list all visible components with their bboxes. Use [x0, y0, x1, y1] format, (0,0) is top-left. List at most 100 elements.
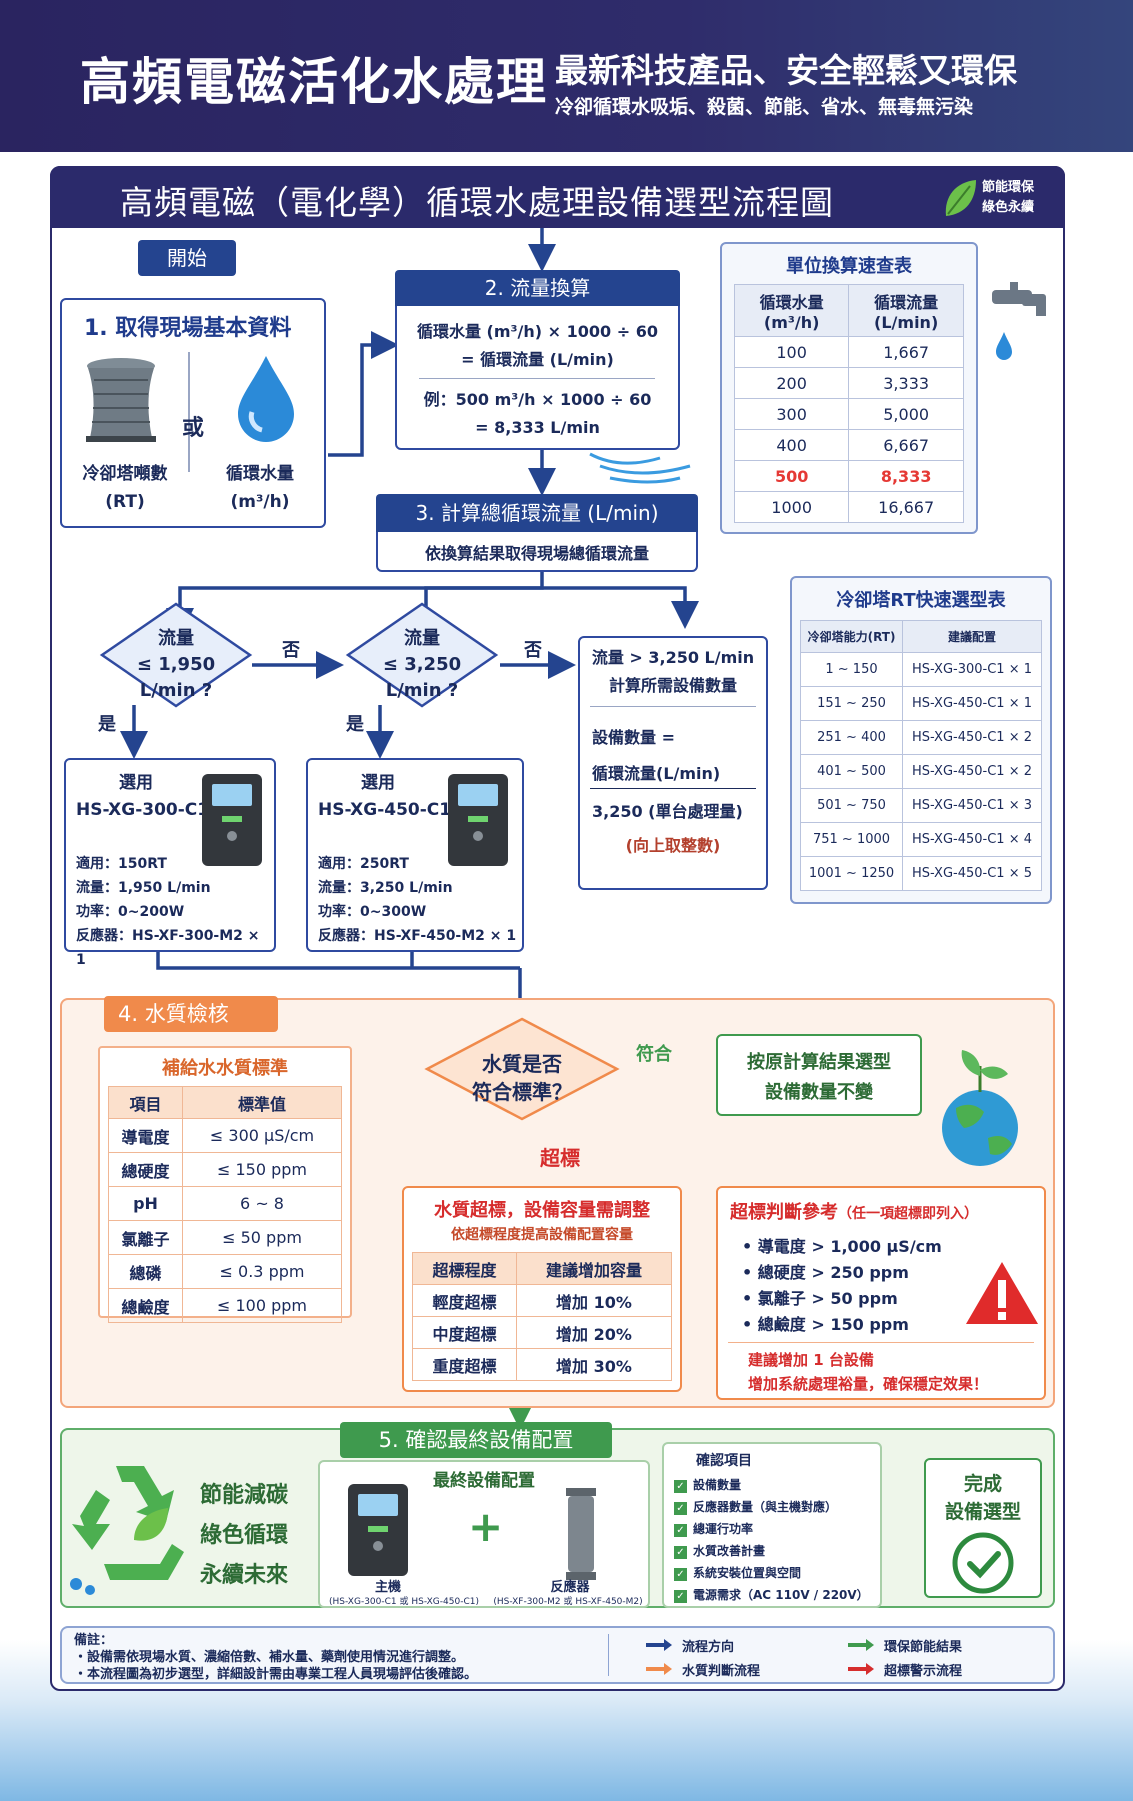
conv-head-1: 循環水量(m³/h) [733, 284, 850, 337]
std-cell: 總鹼度 [107, 1288, 184, 1323]
water-standard-box: 補給水水質標準 項目標準值 導電度≤ 300 μS/cm 總硬度≤ 150 pp… [98, 1046, 352, 1323]
checkbox-icon: ✓ [674, 1502, 687, 1515]
conv-cell: 6,667 [848, 429, 964, 461]
conv-cell: 5,000 [848, 398, 964, 430]
rt-cell: 751 ~ 1000 [799, 822, 904, 857]
step4-title: 4. 水質檢核 [104, 996, 278, 1032]
quality-decision-text: 水質是否 符合標準？ [472, 1052, 572, 1104]
checklist-item: ✓電源需求（AC 110V / 220V） [674, 1584, 869, 1606]
calc-title: 流量 > 3,250 L/min 計算所需設備數量 [591, 648, 755, 695]
pass-result-text: 按原計算結果選型 設備數量不變 [747, 1052, 891, 1103]
step1-title: 1. 取得現場基本資料 [84, 316, 292, 341]
select-2-label: 選用 [361, 773, 395, 793]
decision-2-no: 否 [524, 640, 542, 661]
quality-fail-label: 超標 [540, 1146, 580, 1170]
rt-cell: 151 ~ 250 [799, 686, 904, 721]
reactor-models: (HS-XF-300-M2 或 HS-XF-450-M2) [493, 1597, 643, 1607]
legend-eco: 環保節能結果 [884, 1640, 963, 1655]
conv-cell: 16,667 [848, 491, 964, 523]
notes-box: 備註： ・設備需依現場水質、濃縮倍數、補水量、藥劑使用情況進行調整。 ・本流程圖… [60, 1626, 1055, 1684]
header-banner: 高頻電磁活化水處理 最新科技產品、安全輕鬆又環保 冷卻循環水吸垢、殺菌、節能、省… [0, 0, 1133, 152]
checkbox-icon: ✓ [674, 1480, 687, 1493]
step3-desc: 依換算結果取得現場總循環流量 [424, 544, 649, 563]
rt-cell: HS-XG-450-C1 × 2 [902, 720, 1042, 755]
calc-line2: 循環流量(L/min) [592, 764, 721, 783]
leaf-icon [945, 180, 976, 216]
adjust-cell: 增加 30% [515, 1348, 673, 1381]
water-wave-icon [589, 452, 691, 484]
reactor-label: 反應器 [550, 1580, 590, 1595]
adjust-cell: 增加 10% [515, 1284, 673, 1317]
checklist-item: ✓反應器數量（與主機對應） [674, 1496, 869, 1518]
step2-divider [419, 378, 655, 379]
std-cell: 6 ~ 8 [182, 1186, 342, 1221]
adjust-cell: 增加 20% [515, 1316, 673, 1349]
warning-icon [966, 1262, 1038, 1324]
reactor-icon [566, 1488, 596, 1580]
rt-cell: HS-XG-450-C1 × 4 [902, 822, 1042, 857]
device-unit-icon [448, 774, 508, 866]
eco-slogans: 節能減碳 綠色循環 永續未來 [200, 1483, 289, 1588]
conv-cell: 1000 [733, 491, 850, 523]
eco-badge: 節能環保 綠色永續 [982, 180, 1035, 215]
checkbox-icon: ✓ [674, 1568, 687, 1581]
checkbox-icon: ✓ [674, 1524, 687, 1537]
step1-left-label: 冷卻塔噸數 (RT) [82, 464, 168, 512]
adjust-head-1: 超標程度 [412, 1252, 517, 1285]
decision-diamond-1 [99, 602, 253, 708]
step2-box: 2. 流量換算 循環水量 (m³/h) × 1000 ÷ 60 = 循環流量 (… [395, 270, 680, 450]
calc-box: 流量 > 3,250 L/min 計算所需設備數量 設備數量 = 循環流量(L/… [578, 636, 768, 890]
decision-diamond-2 [345, 602, 499, 708]
header-tagline: 最新科技產品、安全輕鬆又環保 [555, 51, 1017, 90]
rt-cell: HS-XG-450-C1 × 5 [902, 856, 1042, 891]
reference-item: • 總硬度 > 250 ppm [742, 1263, 909, 1282]
rt-cell: HS-XG-450-C1 × 2 [902, 754, 1042, 789]
calc-line1: 設備數量 = [592, 728, 675, 747]
select-1-specs: 適用：150RT 流量：1,950 L/min 功率：0~200W 反應器：HS… [76, 856, 260, 968]
green-earth-icon [942, 1050, 1018, 1166]
adjust-sub: 依超標程度提高設備配置容量 [451, 1227, 633, 1243]
select-box-2: 選用 HS-XG-450-C1 適用：250RT 流量：3,250 L/min … [306, 758, 524, 952]
recycle-icon [70, 1466, 184, 1595]
std-cell: ≤ 100 ppm [182, 1288, 342, 1323]
reference-title: 超標判斷參考（任一項超標即列入） [730, 1202, 978, 1223]
quality-arrow-legend-icon [646, 1663, 672, 1675]
reference-item: • 導電度 > 1,000 μS/cm [742, 1237, 942, 1256]
start-node: 開始 [138, 240, 236, 276]
legend-flow: 流程方向 [682, 1640, 735, 1655]
std-cell: ≤ 50 ppm [182, 1220, 342, 1255]
done-text: 完成 設備選型 [944, 1473, 1021, 1523]
adjust-table: 超標程度建議增加容量 輕度超標增加 10% 中度超標增加 20% 重度超標增加 … [412, 1252, 673, 1381]
select-1-label: 選用 [119, 773, 153, 793]
device-unit-icon [202, 774, 262, 866]
step1-box: 1. 取得現場基本資料 或 冷卻塔噸數 (RT) 循環水量 (m³/h) [60, 298, 326, 528]
quality-decision-diamond [424, 1017, 620, 1121]
water-standard-title: 補給水水質標準 [162, 1058, 288, 1079]
std-cell: 總磷 [107, 1254, 184, 1289]
reference-list: • 導電度 > 1,000 μS/cm • 總硬度 > 250 ppm • 氯離… [742, 1234, 942, 1338]
reference-advice: 建議增加 1 台設備 增加系統處理裕量，確保穩定效果！ [748, 1351, 989, 1393]
reference-item: • 總鹼度 > 150 ppm [742, 1315, 909, 1334]
checklist-item: ✓水質改善計畫 [674, 1540, 869, 1562]
step3-box: 3. 計算總循環流量 (L/min) 依換算結果取得現場總循環流量 [376, 494, 698, 572]
water-drop-icon [238, 356, 294, 442]
adjust-cell: 中度超標 [412, 1316, 517, 1349]
calc-line4: (向上取整數) [625, 836, 721, 855]
reference-divider [728, 1342, 1034, 1343]
faucet-icon [992, 282, 1046, 360]
conversion-table-title: 單位換算速查表 [786, 256, 912, 277]
conv-cell-highlight: 500 [733, 460, 850, 492]
rt-cell: 501 ~ 750 [799, 788, 904, 823]
step2-example: 例：500 m³/h × 1000 ÷ 60 = 8,333 L/min [423, 390, 652, 437]
rt-cell: HS-XG-300-C1 × 1 [902, 652, 1042, 687]
rt-head-2: 建議配置 [902, 620, 1042, 653]
rt-cell: HS-XG-450-C1 × 3 [902, 788, 1042, 823]
checkbox-icon: ✓ [674, 1546, 687, 1559]
std-head-1: 項目 [107, 1086, 184, 1119]
std-head-2: 標準值 [182, 1086, 342, 1119]
step2-formula: 循環水量 (m³/h) × 1000 ÷ 60 = 循環流量 (L/min) [416, 322, 658, 369]
adjust-cell: 重度超標 [412, 1348, 517, 1381]
